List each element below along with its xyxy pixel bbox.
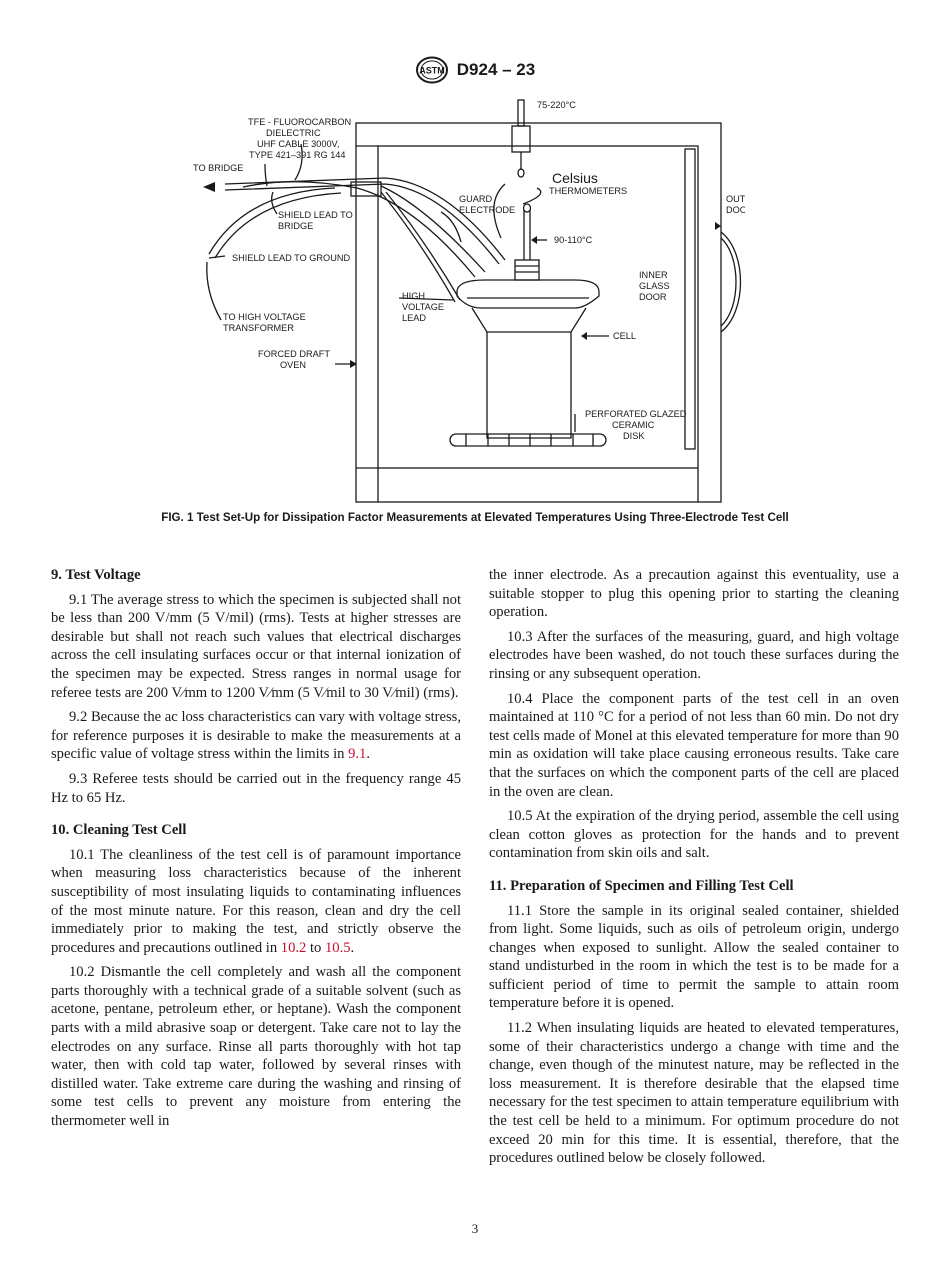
label-shield-ground: SHIELD LEAD TO GROUND	[232, 253, 350, 263]
label-temp-mid: 90-110°C	[554, 235, 593, 245]
astm-logo-icon: ASTM	[415, 56, 448, 84]
reference-link-10-2[interactable]: 10.2	[280, 939, 307, 956]
label-to-bridge: TO BRIDGE	[193, 163, 243, 173]
paragraph-9-2: 9.2 Because the ac loss characteristics …	[51, 708, 461, 764]
paragraph-10-2: 10.2 Dismantle the cell completely and w…	[51, 964, 461, 1130]
label-outer-door-2: DOOR	[726, 205, 745, 215]
oven-inner-wall	[377, 145, 699, 469]
cell-lid	[456, 279, 600, 309]
label-inner-door-3: DOOR	[639, 292, 667, 302]
thermometer-top-stem	[517, 99, 525, 127]
cable-high-voltage	[208, 187, 336, 255]
page-header: ASTM D924 – 23	[0, 56, 950, 89]
cable-to-bridge	[224, 177, 506, 261]
paragraph-9-2-text: 9.2 Because the ac loss characteristics …	[51, 709, 461, 763]
label-disk-3: DISK	[623, 431, 645, 441]
page-number: 3	[471, 1221, 479, 1236]
cell-top-cap	[514, 259, 540, 281]
label-tfe-2: DIELECTRIC	[266, 128, 321, 138]
paragraph-10-2-continued: the inner electrode. As a precaution aga…	[489, 567, 899, 621]
section-11-heading: 11. Preparation of Specimen and Filling …	[489, 877, 794, 894]
reference-link-10-5[interactable]: 10.5	[324, 939, 351, 956]
paragraph-9-1: 9.1 The average stress to which the spec…	[51, 591, 461, 701]
outer-door-handle	[720, 231, 742, 333]
paragraph-11-2: 11.2 When insulating liquids are heated …	[489, 1020, 899, 1167]
paragraph-9-2-end: .	[366, 746, 370, 763]
label-temp-top: 75-220°C	[537, 100, 576, 110]
label-disk-1: PERFORATED GLAZED	[585, 409, 687, 419]
label-inner-door-2: GLASS	[639, 281, 670, 291]
figure-caption: FIG. 1 Test Set-Up for Dissipation Facto…	[161, 511, 789, 524]
label-tfe-1: TFE - FLUOROCARBON	[248, 117, 351, 127]
inner-glass-door	[684, 148, 696, 450]
label-guard-2: ELECTRODE	[459, 205, 515, 215]
section-10-heading: 10. Cleaning Test Cell	[51, 822, 187, 839]
paragraph-10-3: 10.3 After the surfaces of the measuring…	[489, 628, 899, 682]
label-transformer-2: TRANSFORMER	[223, 323, 294, 333]
paragraph-10-1-mid: to	[306, 939, 325, 956]
right-column: the inner electrode. As a precaution aga…	[489, 566, 899, 1174]
figure-1: 75-220°C TFE - FLUOROCARBON DIELECTRIC U…	[185, 92, 759, 507]
label-disk-2: CERAMIC	[612, 420, 655, 430]
paragraph-10-4: 10.4 Place the component parts of the te…	[489, 690, 899, 800]
cable-guard	[242, 181, 476, 278]
label-oven-1: FORCED DRAFT	[258, 349, 330, 359]
reference-link-9-1[interactable]: 9.1	[348, 746, 367, 763]
astm-logo-text: ASTM	[419, 66, 445, 76]
label-shield-bridge-2: BRIDGE	[278, 221, 313, 231]
left-column: 9. Test Voltage 9.1 The average stress t…	[51, 566, 461, 1137]
label-hv-2: VOLTAGE	[402, 302, 444, 312]
paragraph-10-1-text: 10.1 The cleanliness of the test cell is…	[51, 846, 461, 956]
cell-body	[471, 307, 587, 439]
label-guard-1: GUARD	[459, 194, 493, 204]
thermometer-top-holder	[511, 125, 531, 153]
label-transformer-1: TO HIGH VOLTAGE	[223, 312, 306, 322]
section-9-heading: 9. Test Voltage	[51, 567, 141, 583]
cable-port	[350, 181, 382, 197]
paragraph-10-5: 10.5 At the expiration of the drying per…	[489, 808, 899, 862]
paragraph-10-1: 10.1 The cleanliness of the test cell is…	[51, 846, 461, 958]
paragraph-10-1-end: .	[350, 939, 355, 956]
paragraph-11-1: 11.1 Store the sample in its original se…	[489, 902, 899, 1012]
label-hv-1: HIGH	[402, 291, 425, 301]
document-designation: D924 – 23	[456, 60, 536, 79]
label-uhf-1: UHF CABLE 3000V,	[257, 139, 339, 149]
label-cell: CELL	[613, 331, 636, 341]
oven-outer-wall	[355, 122, 722, 503]
label-hv-3: LEAD	[402, 313, 426, 323]
label-shield-bridge-1: SHIELD LEAD TO	[278, 210, 353, 220]
label-uhf-2: TYPE 421–391 RG 144	[249, 150, 346, 160]
high-voltage-lead	[380, 191, 456, 303]
paragraph-9-3: 9.3 Referee tests should be carried out …	[51, 770, 461, 806]
label-oven-2: OVEN	[280, 360, 306, 370]
label-celsius: Celsius	[552, 170, 598, 186]
test-setup-diagram: 75-220°C TFE - FLUOROCARBON DIELECTRIC U…	[193, 99, 759, 503]
label-inner-door-1: INNER	[639, 270, 668, 280]
label-thermometers: THERMOMETERS	[549, 186, 627, 196]
ceramic-disk	[449, 433, 607, 447]
label-outer-door-1: OUTER	[726, 194, 745, 204]
